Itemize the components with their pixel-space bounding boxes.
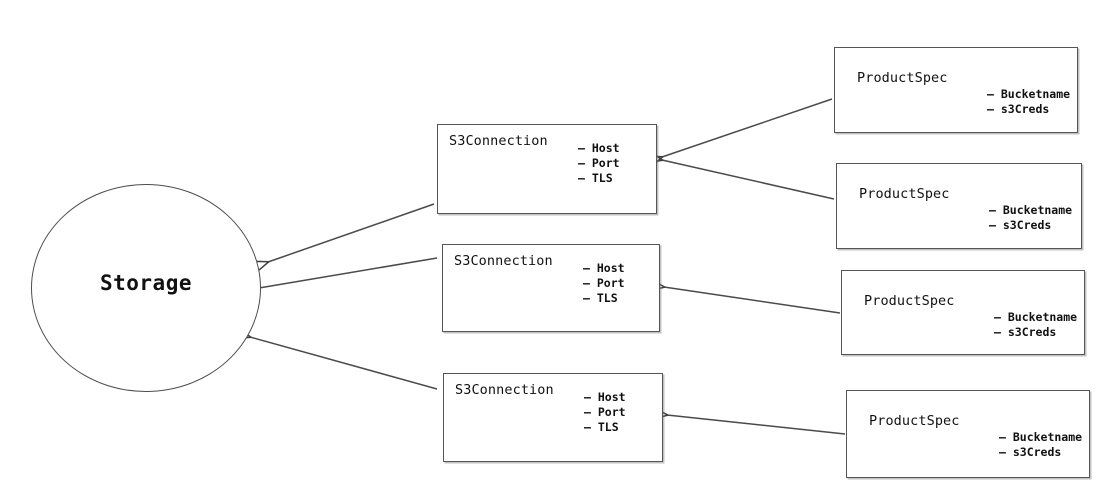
productspec-title: ProductSpec xyxy=(857,70,948,86)
s3connection-title: S3Connection xyxy=(455,382,554,398)
s3connection-attribute: – Port xyxy=(583,276,625,290)
s3connection-box-2[interactable]: S3Connection – Host – Port – TLS xyxy=(442,244,660,332)
productspec-box-4[interactable]: ProductSpec – Bucketname – s3Creds xyxy=(846,390,1090,478)
productspec-attributes: – Bucketname – s3Creds xyxy=(994,310,1077,340)
productspec-box-2[interactable]: ProductSpec – Bucketname – s3Creds xyxy=(836,163,1082,249)
productspec-attributes: – Bucketname – s3Creds xyxy=(987,87,1070,117)
productspec-attribute: – Bucketname xyxy=(989,203,1073,217)
s3connection-title: S3Connection xyxy=(454,253,553,269)
productspec-attributes: – Bucketname – s3Creds xyxy=(999,430,1082,460)
productspec-attribute: – Bucketname xyxy=(999,430,1083,444)
s3connection-attribute: – Host xyxy=(584,390,626,404)
productspec-box-1[interactable]: ProductSpec – Bucketname – s3Creds xyxy=(834,47,1078,133)
productspec-attribute: – s3Creds xyxy=(989,218,1052,232)
connector-s3conn1-to-storage xyxy=(268,203,435,262)
connector-productspec1-to-s3conn1 xyxy=(662,98,833,157)
productspec-attribute: – Bucketname xyxy=(994,310,1078,324)
connector-s3conn2-to-storage xyxy=(259,257,438,288)
s3connection-attribute: – Port xyxy=(584,405,626,419)
connector-s3conn3-to-storage xyxy=(250,337,438,390)
connector-productspec4-to-s3conn3 xyxy=(667,415,846,435)
productspec-title: ProductSpec xyxy=(864,293,955,309)
productspec-attribute: – s3Creds xyxy=(999,445,1062,459)
storage-label: Storage xyxy=(99,271,192,295)
productspec-title: ProductSpec xyxy=(869,413,960,429)
s3connection-attribute: – Port xyxy=(578,156,620,170)
s3connection-attribute: – Host xyxy=(583,261,625,275)
productspec-attributes: – Bucketname – s3Creds xyxy=(989,203,1072,233)
s3connection-attributes: – Host – Port – TLS xyxy=(578,141,620,186)
s3connection-attribute: – TLS xyxy=(584,420,619,434)
productspec-attribute: – s3Creds xyxy=(994,325,1057,339)
connector-productspec3-to-s3conn2 xyxy=(664,287,841,314)
productspec-attribute: – s3Creds xyxy=(987,102,1050,116)
s3connection-title: S3Connection xyxy=(449,133,548,149)
s3connection-attribute: – TLS xyxy=(578,171,613,185)
productspec-attribute: – Bucketname xyxy=(987,87,1071,101)
s3connection-attribute: – Host xyxy=(578,141,620,155)
connector-productspec2-to-s3conn1 xyxy=(662,160,835,200)
storage-node[interactable] xyxy=(31,184,261,392)
s3connection-attributes: – Host – Port – TLS xyxy=(584,390,626,435)
s3connection-box-1[interactable]: S3Connection – Host – Port – TLS xyxy=(437,124,657,214)
s3connection-box-3[interactable]: S3Connection – Host – Port – TLS xyxy=(443,373,663,462)
s3connection-attribute: – TLS xyxy=(583,291,618,305)
s3connection-attributes: – Host – Port – TLS xyxy=(583,261,625,306)
productspec-box-3[interactable]: ProductSpec – Bucketname – s3Creds xyxy=(841,270,1085,355)
productspec-title: ProductSpec xyxy=(859,186,950,202)
